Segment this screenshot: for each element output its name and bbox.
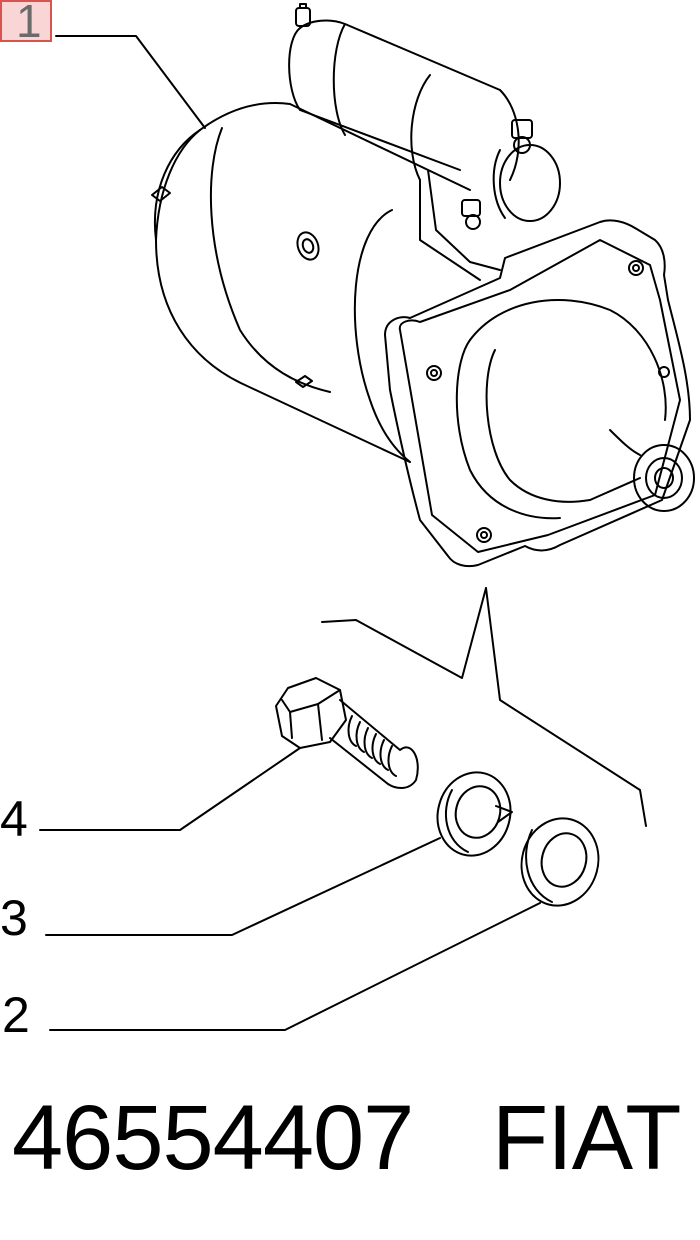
solenoid xyxy=(288,3,520,181)
part-number: 46554407 xyxy=(12,1087,414,1189)
leader-line-2 xyxy=(49,902,541,1031)
mounting-flange xyxy=(384,219,691,568)
drive-end-housing xyxy=(455,299,695,520)
starter-motor xyxy=(151,3,695,568)
leader-line-4 xyxy=(39,747,301,831)
leader-line-1 xyxy=(55,35,206,129)
callout-2[interactable]: 2 xyxy=(2,987,30,1043)
callout-3[interactable]: 3 xyxy=(0,890,28,946)
callout-4[interactable]: 4 xyxy=(0,791,28,847)
flat-washer xyxy=(520,817,600,907)
hex-bolt xyxy=(275,677,419,789)
brand-name: FIAT xyxy=(492,1087,681,1189)
callout-1-label: 1 xyxy=(16,0,42,47)
callout-1[interactable]: 1 xyxy=(0,0,52,47)
spring-washer xyxy=(436,771,513,857)
leader-line-3 xyxy=(45,837,441,936)
assembly-line-left xyxy=(321,587,487,679)
solenoid-end-cap xyxy=(419,119,561,281)
assembly-line-right xyxy=(485,587,647,827)
